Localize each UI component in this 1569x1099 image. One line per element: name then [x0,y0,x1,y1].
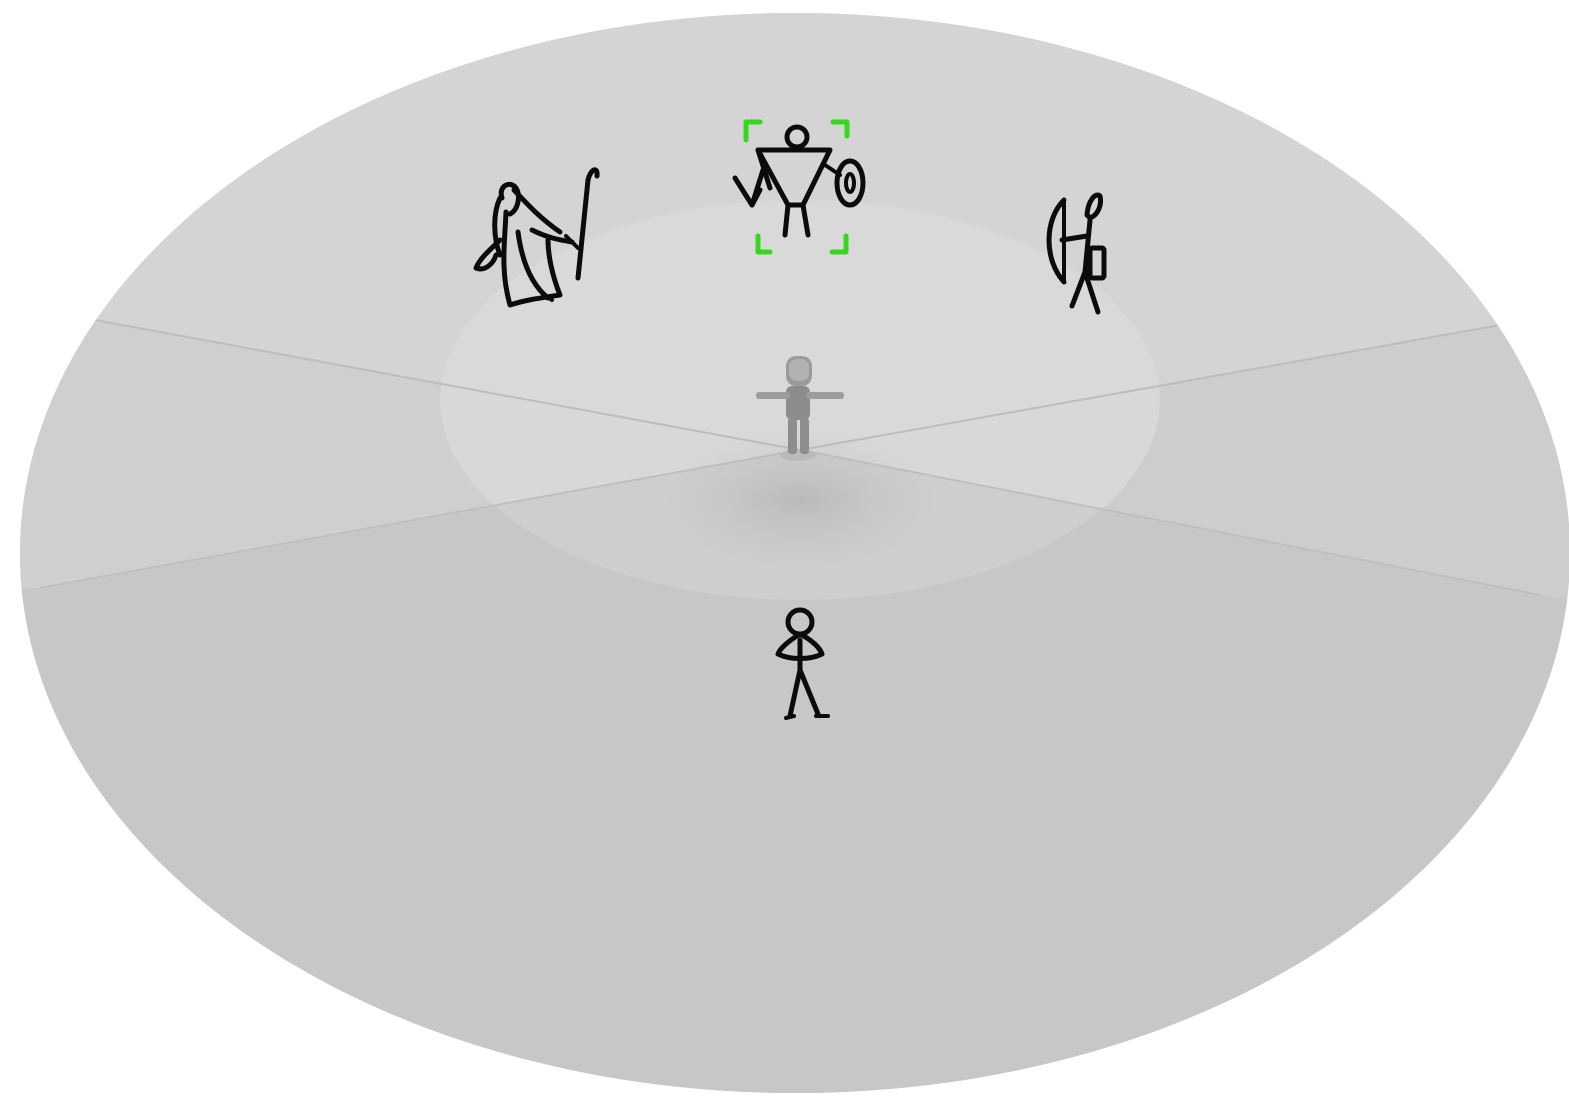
character-selection-wheel [0,0,1569,1099]
wheel-segments [0,0,1569,1099]
